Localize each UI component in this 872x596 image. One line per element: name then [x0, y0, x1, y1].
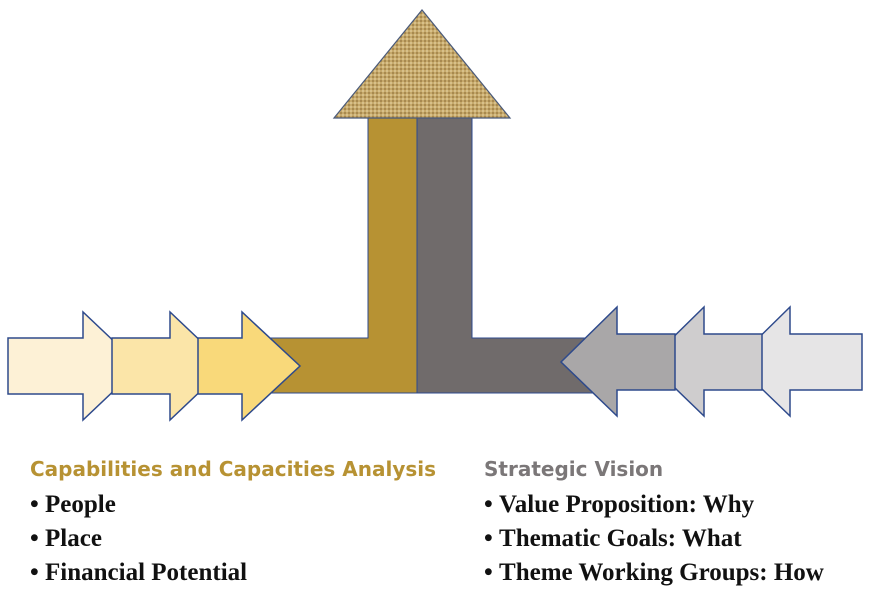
- list-item: Value Proposition: Why: [484, 488, 824, 522]
- right-arrow-1: [559, 305, 676, 418]
- list-item: Financial Potential: [30, 556, 436, 590]
- list-item: Place: [30, 522, 436, 556]
- strategic-vision-list: Value Proposition: Why Thematic Goals: W…: [484, 488, 824, 590]
- capabilities-panel: Capabilities and Capacities Analysis Peo…: [30, 456, 436, 590]
- right-arrow-2: [646, 305, 763, 418]
- left-arrow-3: [197, 310, 302, 422]
- list-item: People: [30, 488, 436, 522]
- capabilities-heading: Capabilities and Capacities Analysis: [30, 457, 437, 481]
- strategic-vision-heading: Strategic Vision: [484, 457, 664, 481]
- list-item: Thematic Goals: What: [484, 522, 824, 556]
- capabilities-list: People Place Financial Potential: [30, 488, 436, 590]
- convergence-arrows-diagram: [7, 9, 863, 422]
- list-item: Theme Working Groups: How: [484, 556, 824, 590]
- strategic-vision-panel: Strategic Vision Value Proposition: Why …: [484, 456, 824, 590]
- up-arrow-head: [332, 9, 512, 119]
